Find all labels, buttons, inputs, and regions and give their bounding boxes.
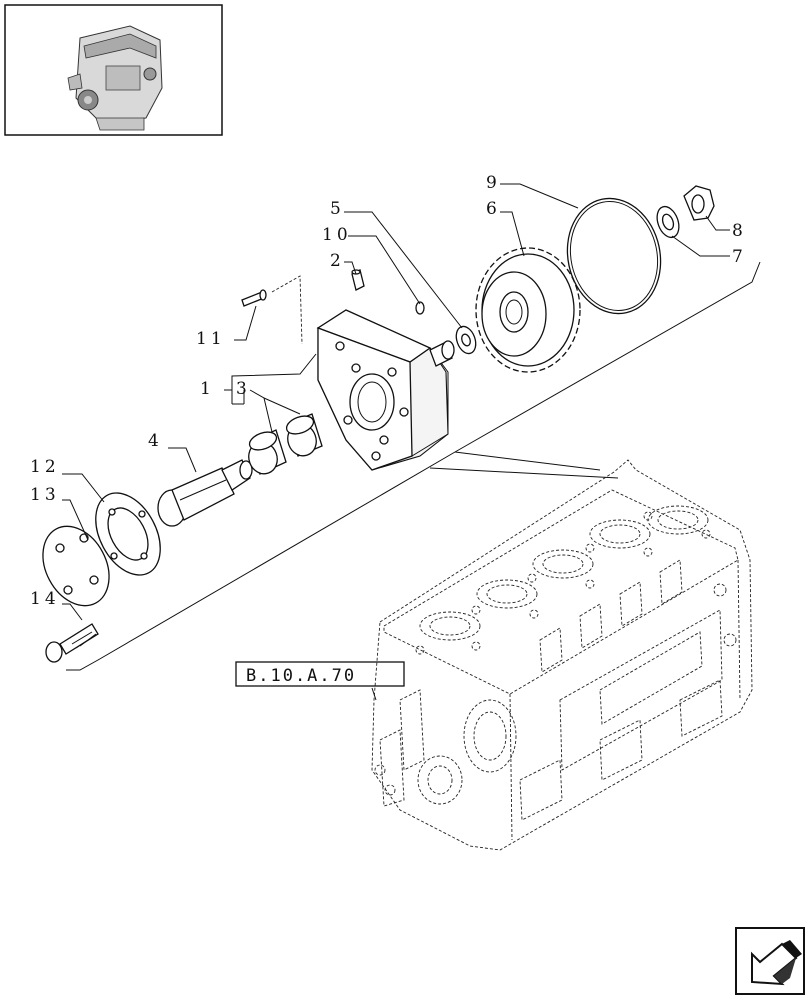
callout-14: 14 — [30, 589, 60, 609]
callout-10: 10 — [322, 225, 352, 245]
part-11-alignment-line — [271, 275, 303, 345]
reference-label[interactable]: B.10.A.70 — [246, 666, 356, 686]
callout-1: 1 — [200, 379, 215, 399]
callout-13: 13 — [30, 485, 60, 505]
part-6-gear — [475, 247, 581, 373]
part-12-gasket — [95, 492, 161, 576]
callout-7: 7 — [732, 247, 747, 267]
callout-4: 4 — [148, 431, 163, 451]
assembly-guide-line-to-block — [429, 467, 619, 479]
part-4-shaft — [157, 459, 253, 527]
part-13-cover-plate — [42, 525, 110, 607]
callout-12: 12 — [30, 457, 60, 477]
part-10-o-ring — [415, 301, 425, 315]
callout-6: 6 — [486, 199, 501, 219]
callout-11: 11 — [196, 329, 226, 349]
part-8-nut — [683, 185, 715, 221]
part-5-washer — [455, 325, 477, 355]
part-9-seal-ring — [566, 197, 662, 315]
part-2-fitting — [351, 269, 365, 291]
part-3-bushings — [248, 413, 323, 475]
part-1-pump-housing — [316, 309, 455, 471]
callout-2: 2 — [330, 251, 345, 271]
reference-link[interactable]: B.10.A.70 — [235, 661, 405, 687]
next-page-arrow-icon[interactable] — [735, 927, 805, 995]
engine-thumbnail-icon[interactable] — [4, 4, 223, 136]
engine-block — [371, 459, 753, 851]
callout-9: 9 — [486, 173, 501, 193]
part-7-washer — [656, 205, 680, 239]
callout-3: 3 — [236, 379, 251, 399]
leader-lines — [62, 183, 730, 701]
assembly-guide-line-to-block-2 — [454, 451, 601, 471]
part-14-bolt — [45, 623, 99, 663]
callout-5: 5 — [330, 199, 345, 219]
part-11-screw — [241, 289, 267, 307]
callout-8: 8 — [732, 221, 747, 241]
assembly-guide-line — [66, 261, 761, 671]
